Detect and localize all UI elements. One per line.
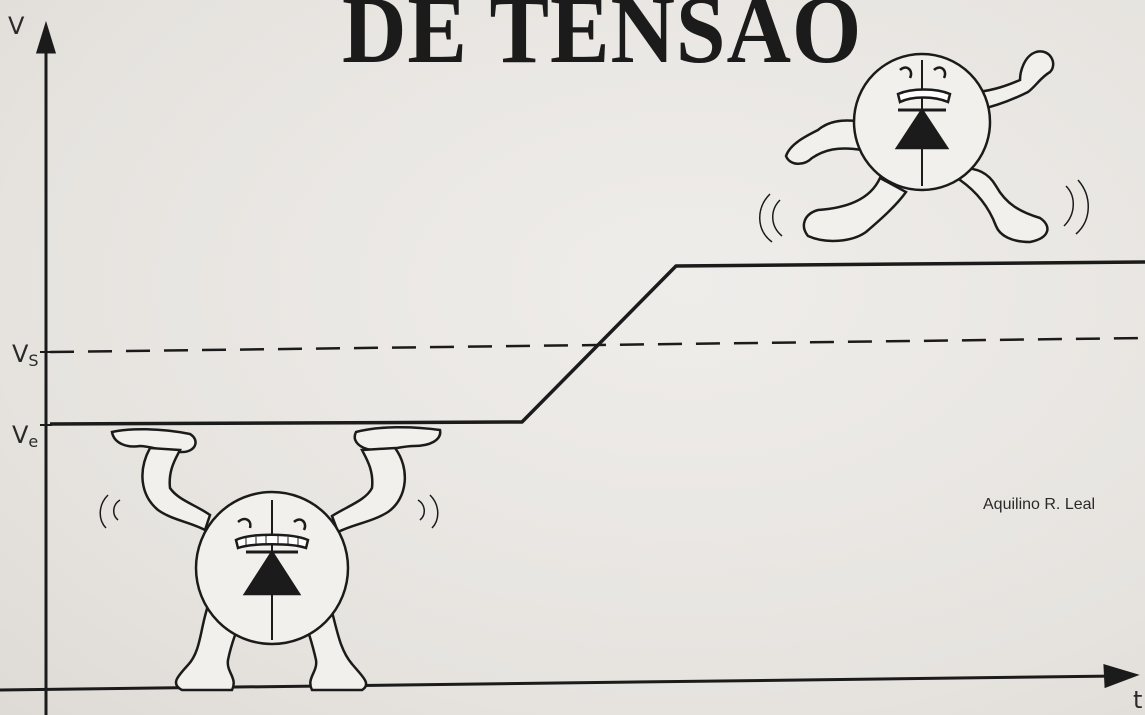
author-credit: Aquilino R. Leal [983, 496, 1096, 513]
diode-figure-running-icon [759, 50, 1089, 244]
diode-figure-lifting-icon [99, 425, 442, 692]
ve-label: Ve [12, 421, 39, 451]
y-axis-arrow [35, 20, 57, 54]
page-title: DE TENSÃO [342, 0, 863, 83]
x-axis-arrow [1103, 663, 1140, 689]
vs-label: VS [12, 340, 39, 370]
y-axis-label: V [8, 12, 25, 40]
x-axis-line [0, 674, 1119, 692]
voltage-curve [49, 260, 1145, 426]
x-axis-label: t [1133, 686, 1143, 714]
